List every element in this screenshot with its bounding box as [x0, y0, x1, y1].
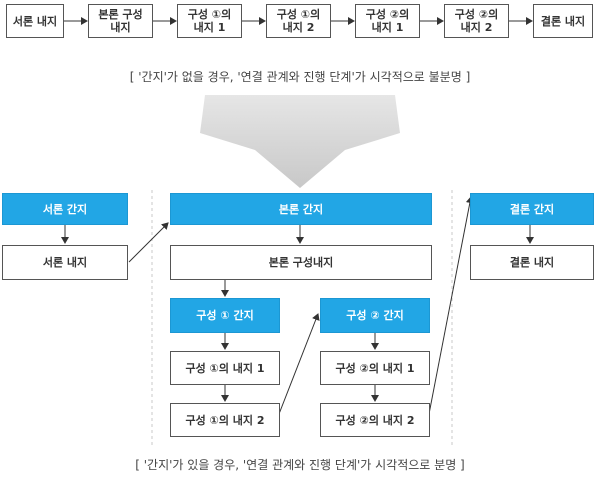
part1-page1-box: 구성 ①의 내지 1 [170, 351, 280, 385]
top-flow-box-part1-page1: 구성 ①의 내지 1 [177, 4, 242, 38]
top-flow-box-body: 본론 구성 내지 [88, 4, 153, 38]
intro-to-body-arrow [128, 222, 169, 263]
conclusion-content-box: 결론 내지 [470, 245, 594, 280]
body-content-box: 본론 구성내지 [170, 245, 432, 280]
body-divider: 본론 간지 [170, 193, 432, 225]
caption-top: [ '간지'가 없을 경우, '연결 관계와 진행 단계'가 시각적으로 불분명… [129, 70, 471, 84]
part2-to-conclusion-arrow [428, 196, 474, 415]
intro-content-box: 서론 내지 [2, 245, 128, 280]
top-flow-box-intro: 서론 내지 [6, 4, 64, 38]
top-flow-box-part2-page2: 구성 ②의 내지 2 [444, 4, 509, 38]
part2-page2-box: 구성 ②의 내지 2 [320, 403, 430, 437]
funnel-arrow-shape [200, 95, 400, 188]
top-flow-box-part2-page1: 구성 ②의 내지 1 [355, 4, 420, 38]
intro-divider: 서론 간지 [2, 193, 128, 225]
part2-page1-box: 구성 ②의 내지 1 [320, 351, 430, 385]
conclusion-divider: 결론 간지 [470, 193, 594, 225]
caption-bottom: [ '간지'가 있을 경우, '연결 관계와 진행 단계'가 시각적으로 분명 … [135, 458, 465, 472]
top-flow-box-part1-page2: 구성 ①의 내지 2 [266, 4, 331, 38]
top-flow-box-conclusion: 결론 내지 [533, 4, 593, 38]
part1-page2-box: 구성 ①의 내지 2 [170, 403, 280, 437]
part2-divider: 구성 ② 간지 [320, 298, 430, 333]
part1-to-part2-arrow [278, 313, 320, 415]
part1-divider: 구성 ① 간지 [170, 298, 280, 333]
